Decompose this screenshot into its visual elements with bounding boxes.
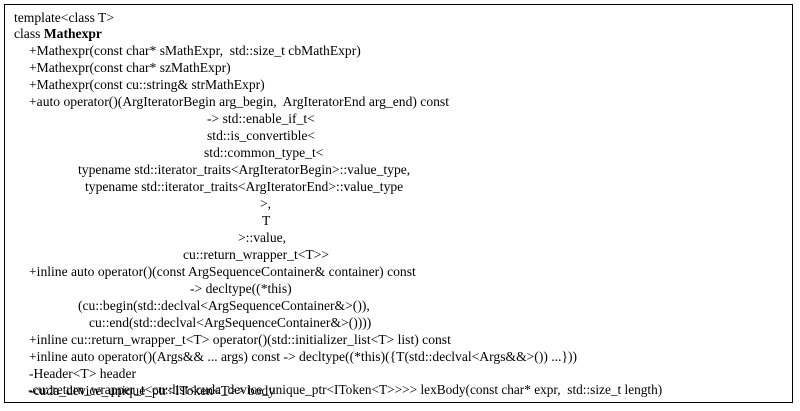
return-type-value: >::value, <box>238 230 287 245</box>
class-name: Mathexpr <box>43 26 102 41</box>
member-call-operator-iterators: +auto operator()(ArgIteratorBegin arg_be… <box>29 94 449 109</box>
return-type-common-type: std::common_type_t< <box>204 145 324 160</box>
member-call-operator-variadic: +inline auto operator()(Args&& ... args)… <box>29 349 578 364</box>
member-constructor-cstring: +Mathexpr(const char* szMathExpr) <box>29 60 231 75</box>
return-type-enable-if: -> std::enable_if_t< <box>207 111 315 126</box>
template-declaration: template<class T> <box>14 10 115 25</box>
member-field-body: -cuda_device_unique_ptr<IToken<T>> body <box>29 383 276 398</box>
class-header: class Mathexpr <box>14 25 102 42</box>
return-type-end-value-type: typename std::iterator_traits<ArgIterato… <box>85 179 404 194</box>
return-type-is-convertible: std::is_convertible< <box>207 128 316 143</box>
member-method-lexbody-text: -cu::return_wrapper_t<cu::list<cuda_devi… <box>28 382 663 397</box>
member-constructor-string: +Mathexpr(const cu::string& strMathExpr) <box>29 77 265 92</box>
return-type-target-t: T <box>262 213 271 228</box>
member-field-header: -Header<T> header <box>29 366 137 381</box>
member-constructor-sized: +Mathexpr(const char* sMathExpr, std::si… <box>29 43 361 58</box>
return-type-container-end: cu::end(std::declval<ArgSequenceContaine… <box>89 315 372 330</box>
class-box: template<class T> class Mathexpr +Mathex… <box>4 4 793 403</box>
return-type-begin-value-type: typename std::iterator_traits<ArgIterato… <box>78 162 411 177</box>
return-type-wrapper: cu::return_wrapper_t<T>> <box>183 247 330 262</box>
class-keyword: class <box>14 26 44 41</box>
return-type-close-common: >, <box>260 196 272 211</box>
return-type-container-begin: (cu::begin(std::declval<ArgSequenceConta… <box>78 298 370 313</box>
member-call-operator-initializer-list: +inline cu::return_wrapper_t<T> operator… <box>29 332 451 347</box>
member-call-operator-container: +inline auto operator()(const ArgSequenc… <box>29 264 416 279</box>
return-type-decltype-this: -> decltype((*this) <box>190 281 292 296</box>
